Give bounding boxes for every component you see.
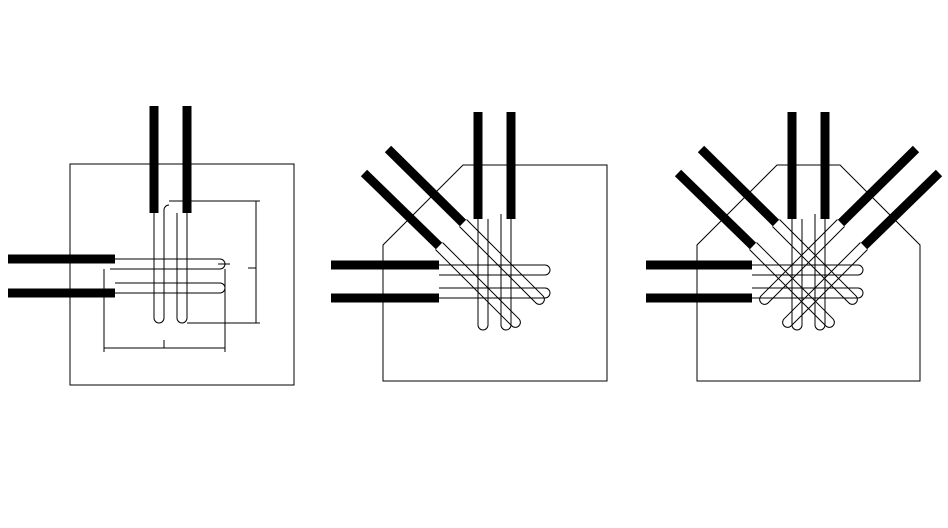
panel-3-outline (696, 164, 921, 382)
panel-3-diagonal-right-bar-lower (860, 169, 943, 250)
panel-2-vertical-loop-right (500, 214, 512, 331)
panel-3-vertical-loop-right (814, 214, 826, 331)
panel-2-horizontal-loop-top (439, 264, 551, 276)
panel-1-horizontal-dimension (103, 340, 226, 352)
panel-1-horizontal-loop-top (110, 258, 226, 270)
panel-2-diagonal-loop-lower (435, 242, 521, 328)
panel-1-outline (69, 163, 295, 386)
panel-2-horizontal-loop-bottom (439, 287, 551, 299)
panel-3-diagonal-left-bar-lower (674, 169, 757, 250)
panel-2-diagonal-loop-upper (459, 219, 545, 305)
panel-1-vertical-dimension (248, 200, 260, 324)
panel-3-diagonal-left-loop-upper (772, 219, 858, 305)
panel-3-horizontal-loop-top (752, 264, 864, 276)
panel-3-diagonal-left-loop-lower (749, 242, 835, 328)
panel-1 (8, 106, 295, 386)
panel-3-horizontal-loop-bottom (752, 287, 864, 299)
panel-2-vertical-loop-left (477, 219, 489, 331)
panel-2-diagonal-bar-upper (384, 145, 467, 227)
panel-2-diagonal-bar-lower (360, 169, 443, 250)
panel-1-horizontal-loop-bottom (115, 282, 226, 294)
panel-3-diagonal-left-bar-upper (697, 145, 780, 227)
panel-3-diagonal-right-loop-upper (759, 219, 845, 305)
panel-2-outline (382, 164, 608, 382)
panel-3-diagonal-right-loop-lower (782, 242, 868, 328)
panel-1-vertical-loop-left (153, 204, 170, 324)
panel-2 (331, 112, 608, 382)
panel-3-diagonal-right-bar-upper (837, 145, 920, 227)
panel-3 (646, 112, 943, 382)
panel-1-vertical-loop-right (176, 213, 188, 324)
